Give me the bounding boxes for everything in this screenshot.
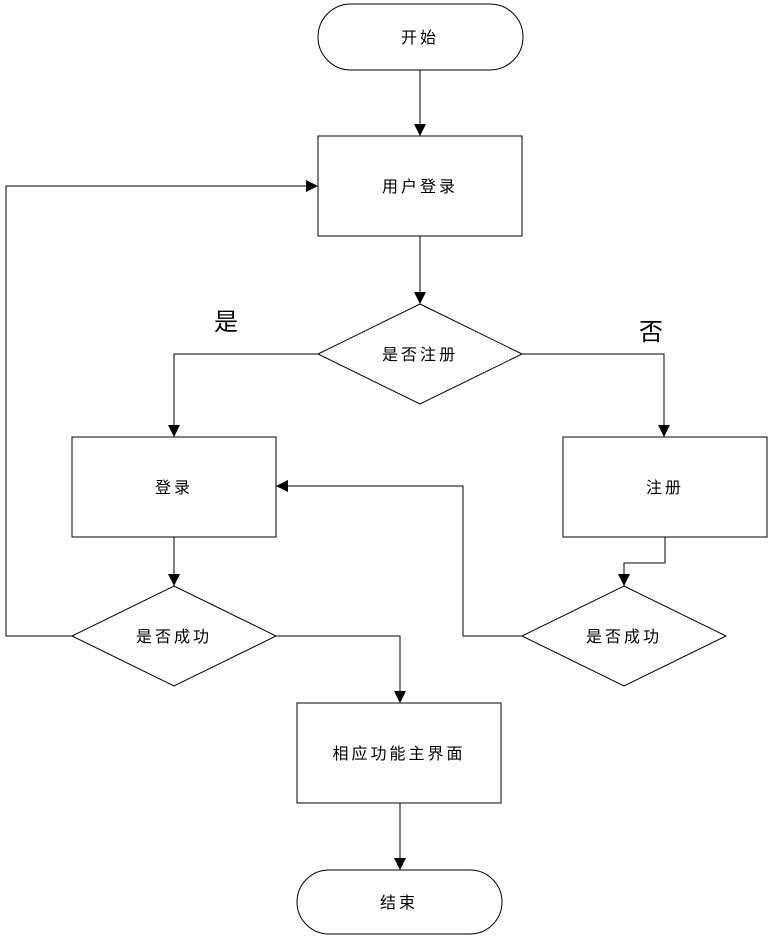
user-login-process	[317, 135, 523, 237]
edge-register-success-to-login	[276, 480, 522, 637]
login-success-label: 是否成功	[136, 627, 212, 646]
edge-login-success-to-main-ui	[276, 635, 406, 703]
edge-yes-to-login	[168, 353, 318, 437]
edge-register-to-register-success	[618, 537, 666, 586]
register-success-label: 是否成功	[586, 627, 662, 646]
user-login-label: 用户登录	[382, 177, 458, 196]
end-label: 结束	[380, 893, 418, 912]
is-registered-label: 是否注册	[382, 345, 458, 364]
yes-label: 是	[214, 308, 238, 336]
register-process	[562, 436, 768, 538]
main-ui-process	[296, 702, 502, 804]
main-ui-label: 相应功能主界面	[332, 744, 465, 763]
no-label: 否	[639, 318, 663, 346]
login-label: 登录	[155, 478, 193, 497]
register-success-decision	[520, 585, 728, 687]
edge-no-to-register	[522, 353, 670, 437]
login-success-decision	[70, 585, 278, 687]
is-registered-decision	[316, 303, 524, 405]
edge-login-fail-to-user-login	[5, 180, 318, 637]
start-label: 开始	[401, 28, 439, 47]
register-label: 注册	[646, 478, 684, 497]
login-process	[71, 436, 277, 538]
end-terminator	[296, 869, 503, 935]
